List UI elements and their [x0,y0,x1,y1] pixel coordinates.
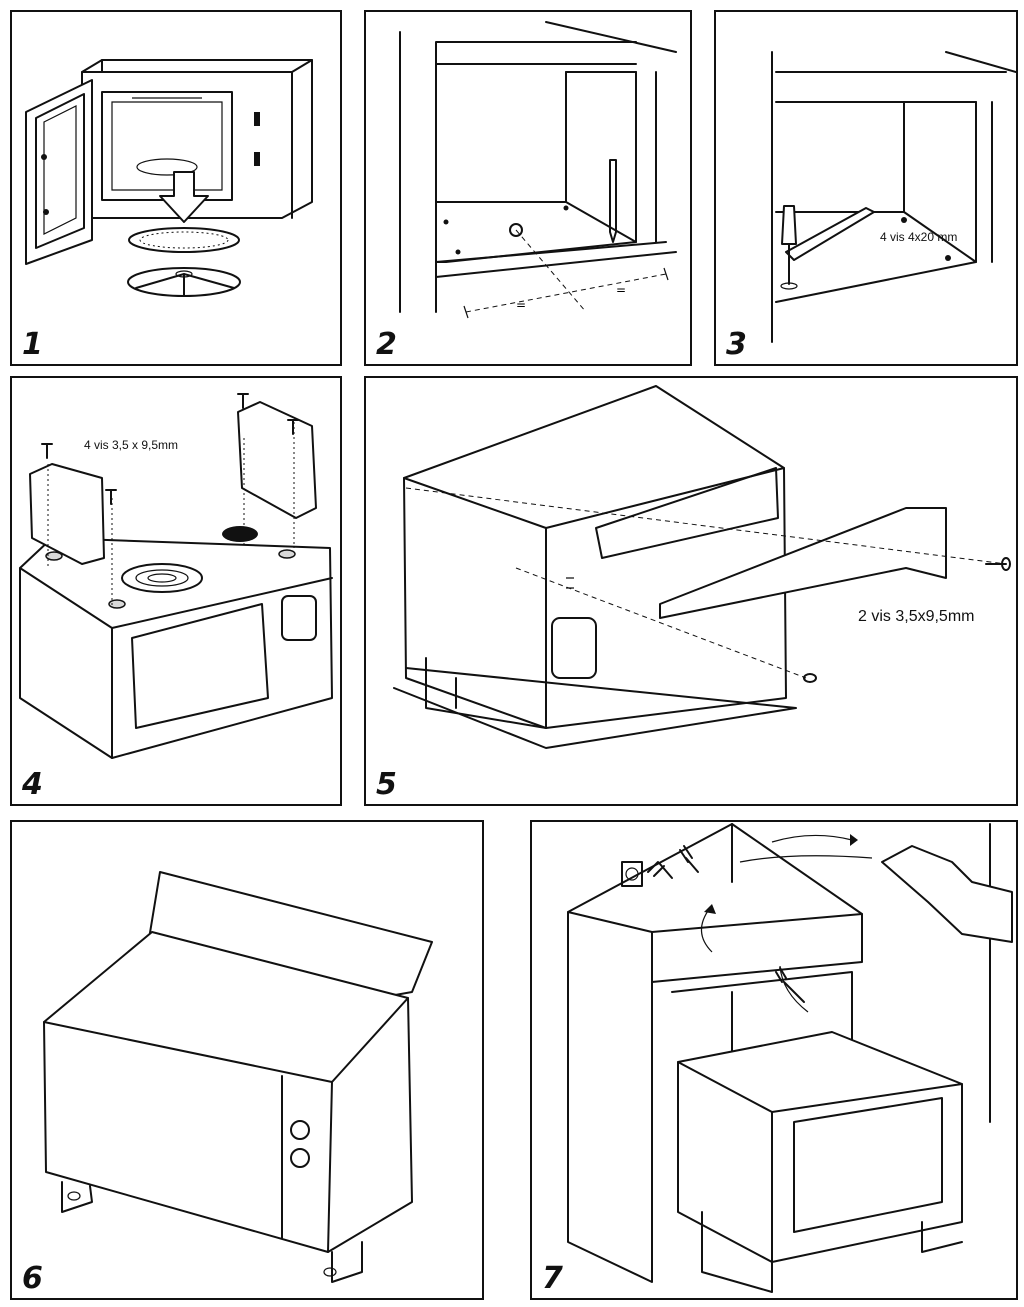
plug-icon [647,845,805,1003]
step-4-illustration [19,393,333,759]
arrow-down-icon [159,171,209,223]
svg-text:=: = [516,298,526,312]
arrow-icon [700,834,873,1013]
screw-icon [405,487,1011,683]
hand-icon [881,845,1013,943]
step-6-illustration [43,871,433,1283]
step-1-illustration [25,59,313,297]
step-7-illustration [567,823,1013,1293]
microwave-icon [19,526,333,759]
step-number: 6 [22,1261,43,1296]
microwave-icon [677,1031,963,1293]
step-2-panel: = = 2 [364,10,692,366]
door-icon [25,79,93,265]
bracket-icon [785,207,875,261]
screw-icon [901,217,951,261]
measure-line-icon: = = [463,229,669,319]
microwave-icon [81,59,313,219]
pencil-icon [609,159,617,243]
roller-ring-icon [127,267,241,297]
bracket-icon [29,401,317,565]
cabinet-icon [399,21,677,313]
power-outlet-icon [621,861,643,887]
step-number: 7 [542,1261,563,1296]
screw-caption: 2 vis 3,5x9,5mm [858,608,975,625]
step-number: 5 [376,767,397,802]
step-3-illustration [771,51,1016,343]
step-4-panel: 4 vis 3,5 x 9,5mm 4 [10,376,342,806]
step-5-panel: 2 vis 3,5x9,5mm 5 [364,376,1018,806]
cabinet-icon [771,51,1016,343]
microwave-icon [43,931,413,1283]
svg-text:=: = [616,283,626,297]
step-2-illustration: = = [399,21,677,319]
step-number: 4 [22,767,43,802]
step-1-panel: 1 [10,10,342,366]
turntable-plate-icon [128,227,240,253]
screw-caption: 4 vis 3,5 x 9,5mm [84,438,179,452]
step-number: 3 [726,327,747,362]
step-6-panel: 6 [10,820,484,1300]
microwave-icon [393,385,797,749]
bracket-icon [659,507,947,619]
step-number: 2 [376,327,397,362]
step-number: 1 [22,327,43,362]
step-5-illustration [393,385,1011,749]
screw-icon [41,393,299,608]
step-7-panel: 7 [530,820,1018,1300]
step-3-panel: 4 vis 4x20 mm 3 [714,10,1018,366]
screwdriver-icon [780,205,798,290]
screw-caption: 4 vis 4x20 mm [880,230,958,244]
